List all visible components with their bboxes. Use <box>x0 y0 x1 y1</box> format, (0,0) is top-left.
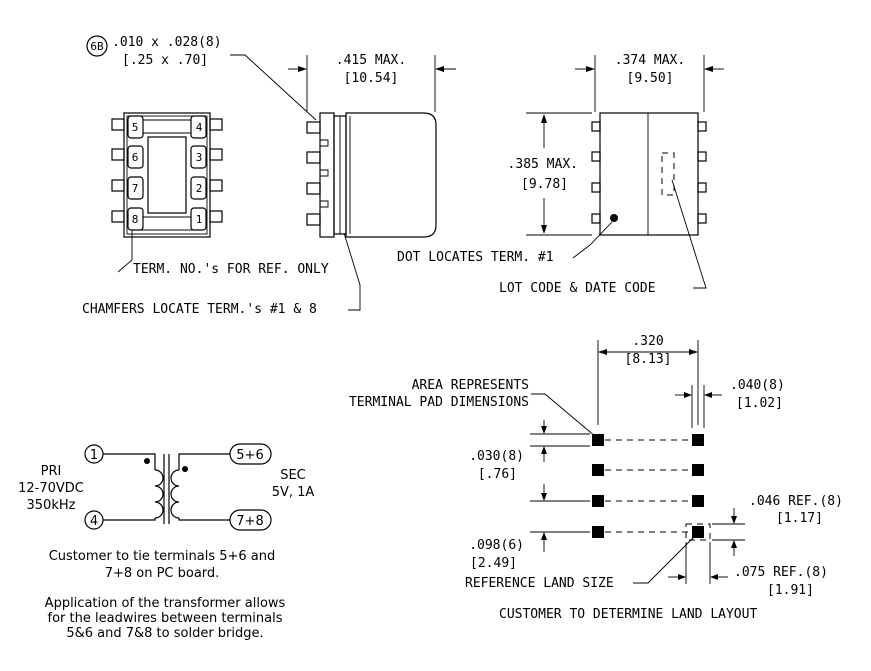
pin-label: 7 <box>132 182 139 195</box>
land-pattern: .320 [8.13] .040(8) [1.02] AREA REPRESEN… <box>349 334 843 622</box>
application-note-2: for the leadwires between terminals <box>48 611 283 626</box>
pri-voltage: 12-70VDC <box>18 481 84 496</box>
land-pitch-y-mm: [2.49] <box>470 556 517 571</box>
land-ref-h-inch: .046 REF.(8) <box>749 494 843 509</box>
area-note-line1: AREA REPRESENTS <box>412 378 529 393</box>
end-height-inch: .385 MAX. <box>508 157 578 172</box>
term-78-box <box>229 509 272 531</box>
end-width-mm: [9.50] <box>627 71 674 86</box>
top-view: 5 6 7 8 4 3 2 1 <box>111 112 223 238</box>
secondary-winding <box>170 469 180 519</box>
land-ref-w-mm: [1.91] <box>767 583 814 598</box>
pin-label: 3 <box>196 151 203 164</box>
end-height-mm: [9.78] <box>521 177 568 192</box>
pri-frequency: 350kHz <box>27 498 76 513</box>
term-no-leader <box>117 230 133 273</box>
term-56-label: 5+6 <box>236 448 263 463</box>
term-1-label: 1 <box>90 448 98 463</box>
ref-land-leader <box>633 536 695 584</box>
pin-label: 1 <box>196 213 203 226</box>
land-pad-w-inch: .040(8) <box>730 378 785 393</box>
pri-label: PRI <box>41 464 62 479</box>
pin-label: 6 <box>132 151 139 164</box>
ref-land-note: REFERENCE LAND SIZE <box>465 576 614 591</box>
customer-tie-note-2: 7+8 on PC board. <box>105 566 220 581</box>
term-no-note: TERM. NO.'s FOR REF. ONLY <box>133 262 329 277</box>
sec-rating: 5V, 1A <box>272 485 315 500</box>
note-6b-mm: [.25 x .70] <box>122 53 208 68</box>
land-pitch-y-inch: .098(6) <box>469 538 524 553</box>
term-4-label: 4 <box>90 514 98 529</box>
application-note-3: 5&6 and 7&8 to solder bridge. <box>66 626 263 641</box>
land-pad-h-inch: .030(8) <box>469 449 524 464</box>
sec-label: SEC <box>280 468 306 483</box>
schematic: 1 4 5+6 7+8 PRI 12-70VDC 350kHz SEC 5V, … <box>18 443 315 641</box>
chamfers-leader <box>343 232 361 311</box>
side-view: .415 MAX. [10.54] <box>288 53 456 238</box>
land-pitch-x-inch: .320 <box>632 334 663 349</box>
customer-note: CUSTOMER TO DETERMINE LAND LAYOUT <box>499 607 757 622</box>
pin-label: 4 <box>196 121 203 134</box>
note-6b-badge <box>86 35 108 57</box>
dot-note: DOT LOCATES TERM. #1 <box>397 250 554 265</box>
note-6b-inch: .010 x .028(8) <box>112 35 222 50</box>
end-view: .374 MAX. [9.50] .385 MAX. [9.78] <box>508 53 724 236</box>
lot-code-note: LOT CODE & DATE CODE <box>499 281 656 296</box>
land-pad-h-mm: [.76] <box>478 467 517 482</box>
note-6b-tag: 6B <box>90 40 104 53</box>
note-6b: 6B .010 x .028(8) [.25 x .70] <box>86 35 317 121</box>
pin-label: 8 <box>132 213 139 226</box>
pin-label: 5 <box>132 121 139 134</box>
primary-winding <box>154 469 164 519</box>
term-56-box <box>229 443 272 465</box>
land-ref-h-mm: [1.17] <box>776 511 823 526</box>
land-ref-w-inch: .075 REF.(8) <box>734 565 828 580</box>
side-width-inch: .415 MAX. <box>336 53 406 68</box>
land-pad-w-mm: [1.02] <box>736 396 783 411</box>
chamfers-note: CHAMFERS LOCATE TERM.'s #1 & 8 <box>82 302 317 317</box>
side-width-mm: [10.54] <box>344 71 399 86</box>
dot-leader <box>572 221 613 259</box>
pin-label: 2 <box>196 182 203 195</box>
end-width-inch: .374 MAX. <box>615 53 685 68</box>
term-78-label: 7+8 <box>236 514 263 529</box>
note-6b-leader <box>230 54 317 121</box>
land-pitch-x-mm: [8.13] <box>625 352 672 367</box>
lot-code-leader <box>671 179 707 289</box>
area-note-line2: TERMINAL PAD DIMENSIONS <box>349 395 529 410</box>
application-note-1: Application of the transformer allows <box>45 596 286 611</box>
area-leader <box>531 393 597 438</box>
customer-tie-note-1: Customer to tie terminals 5+6 and <box>49 549 276 564</box>
